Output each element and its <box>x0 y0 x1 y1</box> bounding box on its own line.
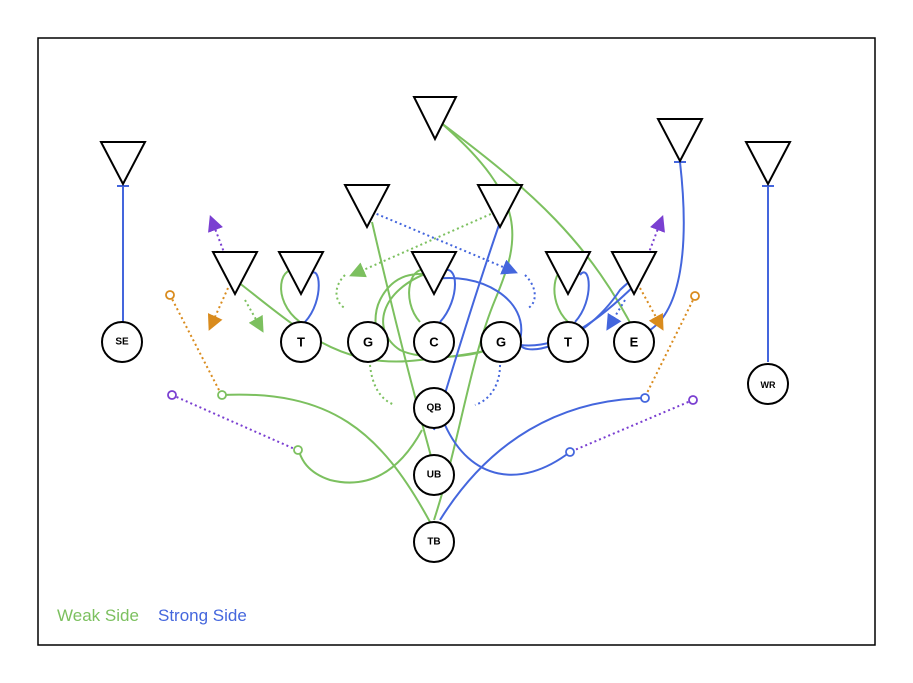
player-wr-label: WR <box>761 380 776 390</box>
player-se-label: SE <box>115 337 129 348</box>
strong-route-dotted-cross <box>371 211 518 275</box>
player-lg-label: G <box>363 335 373 350</box>
orange-route-left-de <box>207 287 229 331</box>
weak-route-tb-sweep <box>221 393 431 523</box>
marker-strong-slot <box>640 393 650 403</box>
player-qb: QB <box>413 387 455 429</box>
player-rt: T <box>547 321 589 363</box>
player-wr: WR <box>747 363 789 405</box>
defender-cb-right-b <box>744 141 792 187</box>
defender-nt <box>410 251 458 297</box>
defender-lb-left <box>343 184 391 230</box>
marker-purple-left <box>167 390 177 400</box>
weak-route-ub-up <box>371 221 433 461</box>
purple-route-left-up <box>208 215 226 256</box>
marker-weak-curl <box>293 445 303 455</box>
weak-route-c-wide <box>382 271 501 358</box>
offense: SE T G C G T E WR <box>101 321 789 563</box>
weak-route-dotted-lg <box>335 274 346 309</box>
route-markers <box>165 290 700 457</box>
strong-route-rt-loop <box>574 271 590 323</box>
player-lg: G <box>347 321 389 363</box>
strong-route-dotted-rg <box>524 274 536 309</box>
defender-de-right <box>610 251 658 297</box>
marker-orange-right <box>690 291 700 301</box>
field-border <box>37 37 876 646</box>
strong-route-dotted-short <box>606 299 626 331</box>
purple-route-right-up <box>647 215 665 256</box>
player-lt: T <box>280 321 322 363</box>
purple-route-right-flat <box>569 399 694 453</box>
legend: Weak Side Strong Side <box>57 606 247 625</box>
defender-cb-right-a <box>656 118 704 164</box>
orange-route-left-slot <box>169 294 221 393</box>
player-rg: G <box>480 321 522 363</box>
weak-route-top-to-e <box>439 121 641 343</box>
defender-dt-2 <box>544 251 592 297</box>
player-ub: UB <box>413 454 455 496</box>
player-ub-label: UB <box>427 470 441 481</box>
legend-weak-side: Weak Side <box>57 606 139 625</box>
orange-route-right-slot <box>645 295 696 396</box>
defender-cb-left <box>99 141 147 187</box>
marker-purple-right <box>688 395 698 405</box>
player-e: E <box>613 321 655 363</box>
player-rg-label: G <box>496 335 506 350</box>
defender-dt-1 <box>277 251 325 297</box>
defender-de-left <box>211 251 259 297</box>
player-lt-label: T <box>297 335 305 350</box>
strong-route-tb-right <box>439 397 646 521</box>
defender-lb-right <box>476 184 524 230</box>
marker-orange-left <box>165 290 175 300</box>
marker-weak-slot <box>217 390 227 400</box>
strong-route-dotted-drop <box>474 364 501 406</box>
legend-strong-side: Strong Side <box>158 606 247 625</box>
other-routes <box>169 215 696 453</box>
marker-strong-curl <box>565 447 575 457</box>
player-c-label: C <box>429 335 439 350</box>
weak-side-routes <box>221 121 641 523</box>
player-qb-label: QB <box>427 403 442 414</box>
defense <box>99 96 792 297</box>
player-c: C <box>413 321 455 363</box>
player-tb-label: TB <box>427 537 440 548</box>
weak-route-dotted-drop <box>369 364 396 406</box>
defender-safety-top <box>412 96 458 142</box>
weak-route-dotted-short <box>244 299 264 333</box>
player-se: SE <box>101 321 143 363</box>
player-tb: TB <box>413 521 455 563</box>
strong-route-qb-right <box>444 424 571 476</box>
weak-route-dotted-cross <box>349 209 501 278</box>
weak-route-qb-left <box>297 429 423 484</box>
player-e-label: E <box>630 335 639 350</box>
player-rt-label: T <box>564 335 572 350</box>
